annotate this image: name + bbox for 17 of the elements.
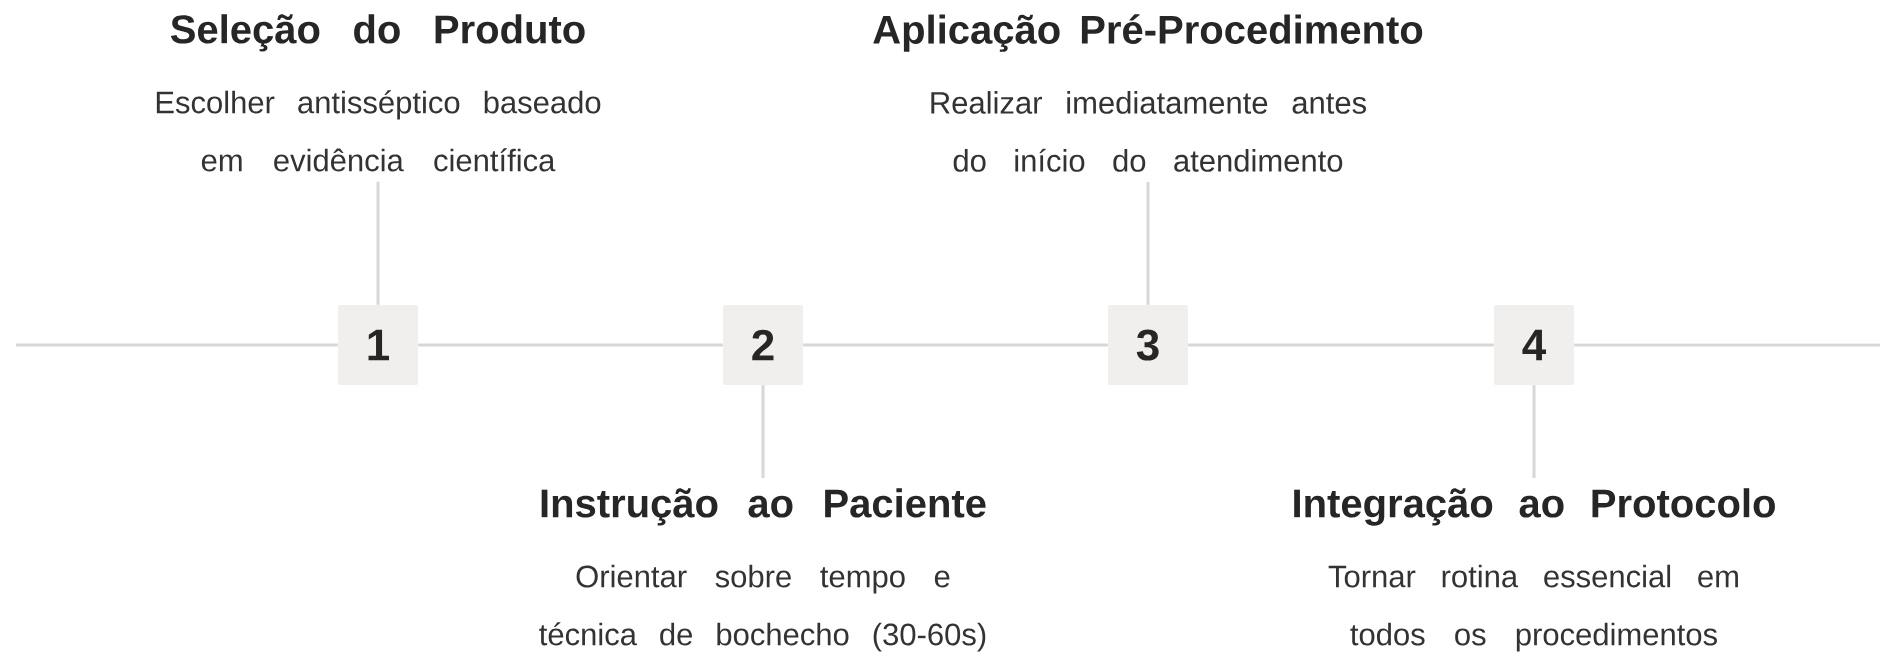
timeline-line — [418, 343, 723, 347]
timeline-line — [1574, 343, 1880, 347]
connector-line — [1146, 182, 1150, 305]
step-number-box: 4 — [1494, 305, 1574, 385]
timeline-line — [1188, 343, 1494, 347]
step-text: Seleção do Produto Escolher antisséptico baseado em evidência científica — [156, 14, 601, 172]
step-number-box: 3 — [1108, 305, 1188, 385]
step-text: Instrução ao Paciente Orientar sobre tempo e técnica de bochecho (30-60s) — [539, 488, 986, 652]
step-text: Integração ao Protocolo Tornar rotina essencial em todos os procedimentos — [1294, 488, 1775, 652]
step-text: Aplicação Pré-Procedimento Realizar imediatamente antes do início do atendimento — [873, 14, 1423, 172]
step-number-box: 1 — [338, 305, 418, 385]
timeline-line — [803, 343, 1108, 347]
step-number-box: 2 — [723, 305, 803, 385]
timeline-line — [16, 343, 338, 347]
connector-line — [376, 181, 380, 305]
connector-line — [1532, 385, 1536, 478]
connector-line — [761, 385, 765, 478]
